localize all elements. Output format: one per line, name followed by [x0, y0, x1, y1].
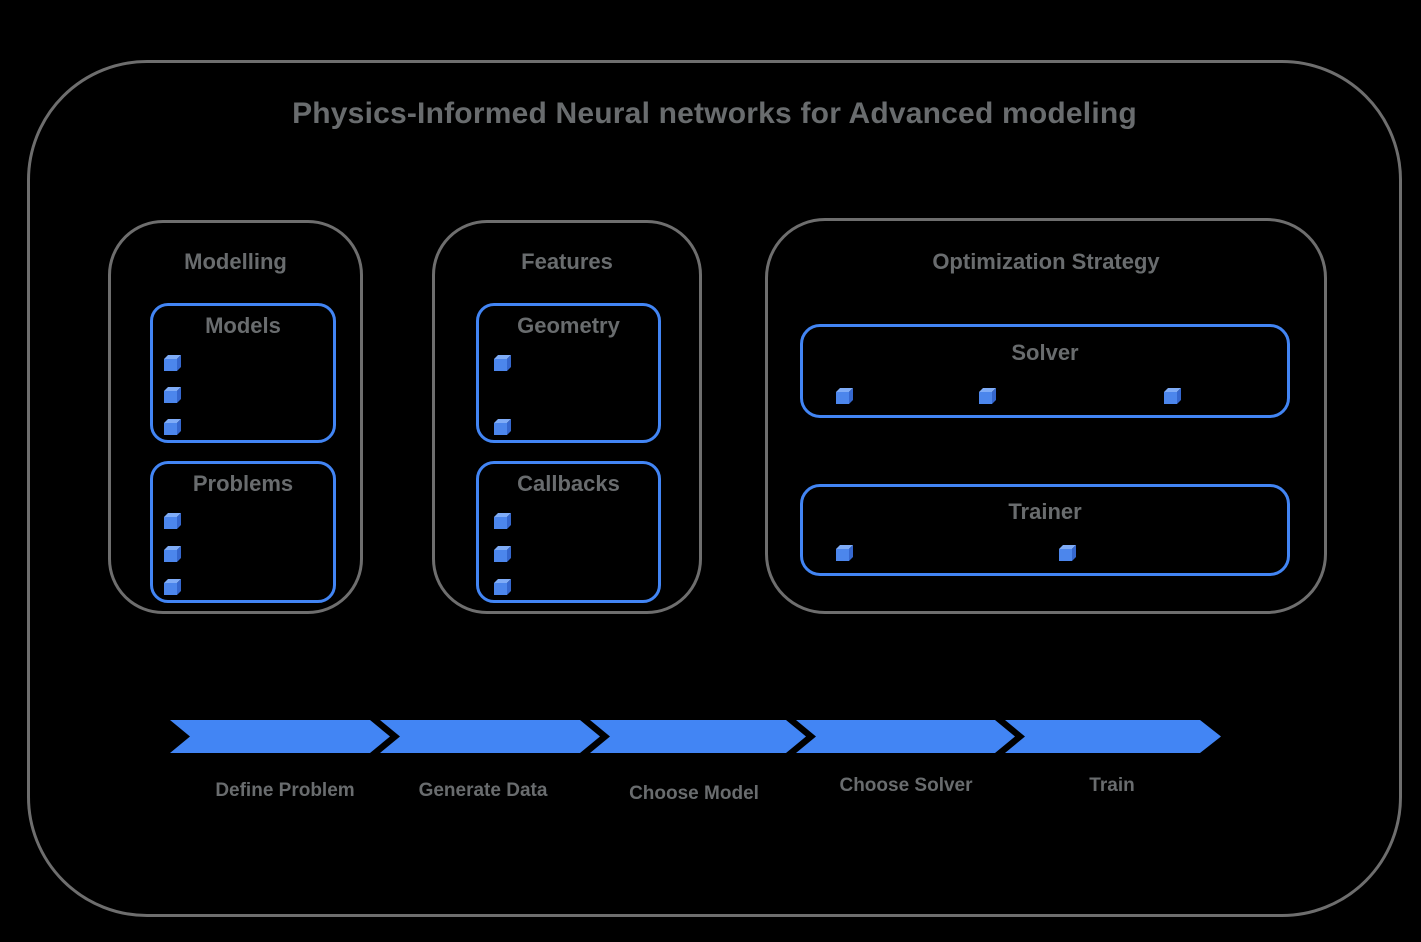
- cube-icon: [164, 419, 181, 435]
- cube-icon: [494, 579, 511, 595]
- cube-icon: [164, 546, 181, 562]
- cube-icon: [1059, 545, 1076, 561]
- box-callbacks: Callbacks: [476, 461, 661, 603]
- section-optimization-title: Optimization Strategy: [932, 249, 1160, 274]
- cube-icon: [494, 355, 511, 371]
- box-solver-title: Solver: [1011, 340, 1079, 365]
- section-modelling-title: Modelling: [184, 249, 287, 274]
- box-models: Models: [150, 303, 336, 443]
- box-models-title: Models: [205, 313, 281, 338]
- box-solver: Solver: [800, 324, 1290, 418]
- pipeline-arrow: [170, 720, 1221, 753]
- cube-icon: [494, 419, 511, 435]
- cube-icon: [1164, 388, 1181, 404]
- box-geometry-title: Geometry: [517, 313, 620, 338]
- pipeline-step-choose-solver: Choose Solver: [839, 775, 973, 796]
- box-problems: Problems: [150, 461, 336, 603]
- box-callbacks-title: Callbacks: [517, 471, 620, 496]
- cube-icon: [164, 355, 181, 371]
- pipeline-step-choose-model: Choose Model: [629, 783, 759, 804]
- pipeline-step-generate-data: Generate Data: [418, 780, 548, 801]
- pipeline-arrow-segment: [1005, 720, 1221, 753]
- section-modelling: Modelling Models Problems: [108, 220, 363, 614]
- section-features-title: Features: [521, 249, 613, 274]
- diagram-title: Physics-Informed Neural networks for Adv…: [292, 97, 1137, 130]
- cube-icon: [164, 513, 181, 529]
- pipeline-arrow-segment: [170, 720, 390, 753]
- cube-icon: [164, 579, 181, 595]
- diagram-outer-frame: [27, 60, 1402, 917]
- pipeline-step-define-problem: Define Problem: [215, 780, 355, 801]
- section-optimization-strategy: Optimization Strategy Solver Trainer: [765, 218, 1327, 614]
- pipeline-arrow-segment: [796, 720, 1015, 753]
- cube-icon: [979, 388, 996, 404]
- pipeline-arrow-segment: [380, 720, 600, 753]
- box-problems-title: Problems: [192, 471, 294, 496]
- cube-icon: [164, 387, 181, 403]
- cube-icon: [494, 513, 511, 529]
- cube-icon: [836, 388, 853, 404]
- pipeline-step-train: Train: [1089, 775, 1135, 796]
- pipeline-arrow-segment: [590, 720, 806, 753]
- box-trainer: Trainer: [800, 484, 1290, 576]
- section-features: Features Geometry Callbacks: [432, 220, 702, 614]
- box-geometry: Geometry: [476, 303, 661, 443]
- cube-icon: [494, 546, 511, 562]
- cube-icon: [836, 545, 853, 561]
- box-trainer-title: Trainer: [1008, 499, 1082, 524]
